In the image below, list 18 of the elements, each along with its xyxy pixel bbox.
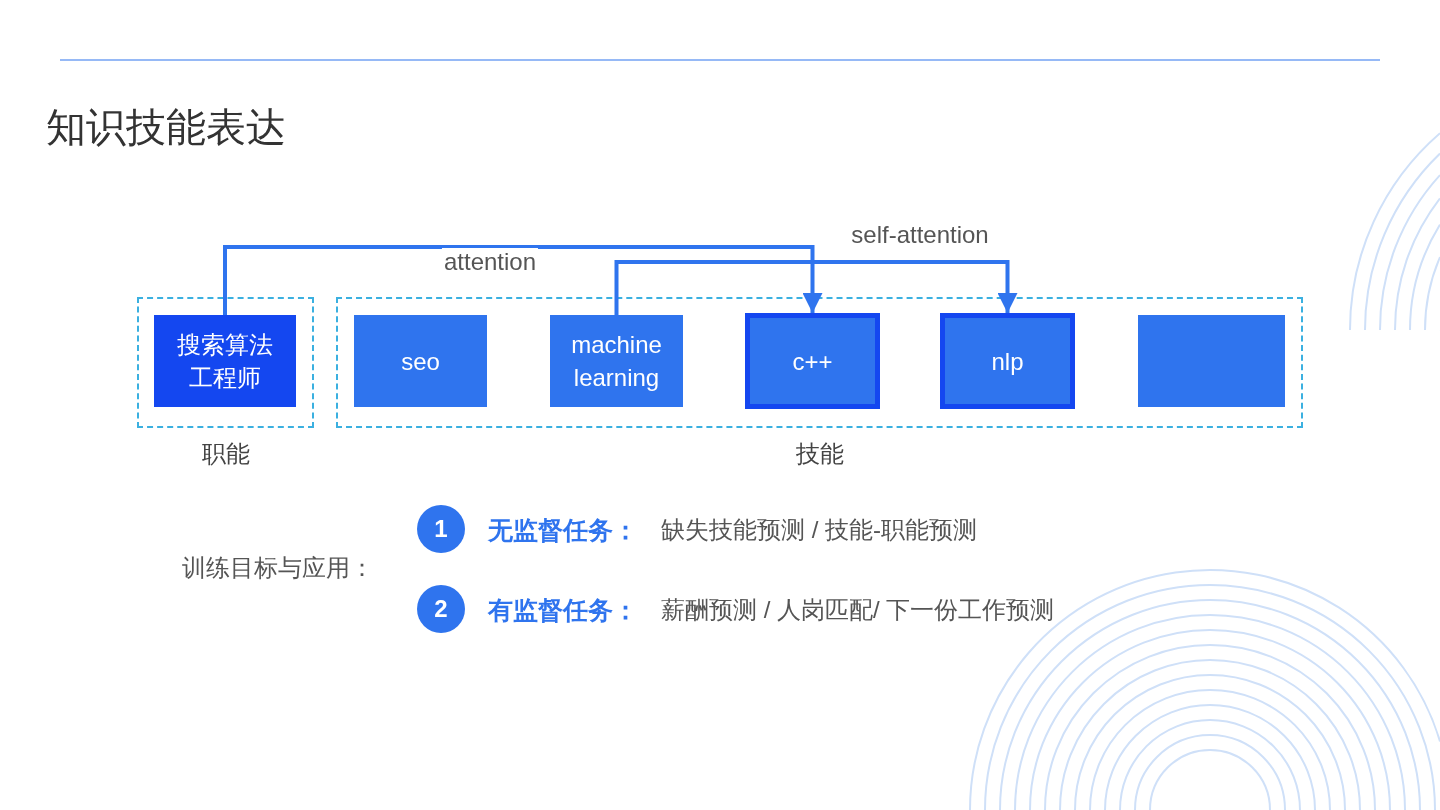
number-badge: 1 [417,505,465,553]
number-badge: 2 [417,585,465,633]
skill-box: seo [354,315,487,407]
section-label: 训练目标与应用： [182,553,374,583]
slide-title: 知识技能表达 [46,104,286,151]
group-heading: 职能 [201,439,250,469]
job-box: 搜索算法工程师 [154,315,296,407]
skill-box: machine learning [550,315,683,407]
skill-box [1138,315,1285,407]
skill-box: nlp [940,313,1075,409]
arrow [614,260,1018,315]
task-description: 薪酬预测 / 人岗匹配/ 下一份工作预测 [661,595,1055,625]
task-type: 无监督任务： [488,515,638,546]
skill-box: c++ [745,313,880,409]
arrow [223,245,823,315]
task-type: 有监督任务： [488,595,638,626]
task-description: 缺失技能预测 / 技能-职能预测 [661,515,977,545]
group-heading: 技能 [795,439,844,469]
